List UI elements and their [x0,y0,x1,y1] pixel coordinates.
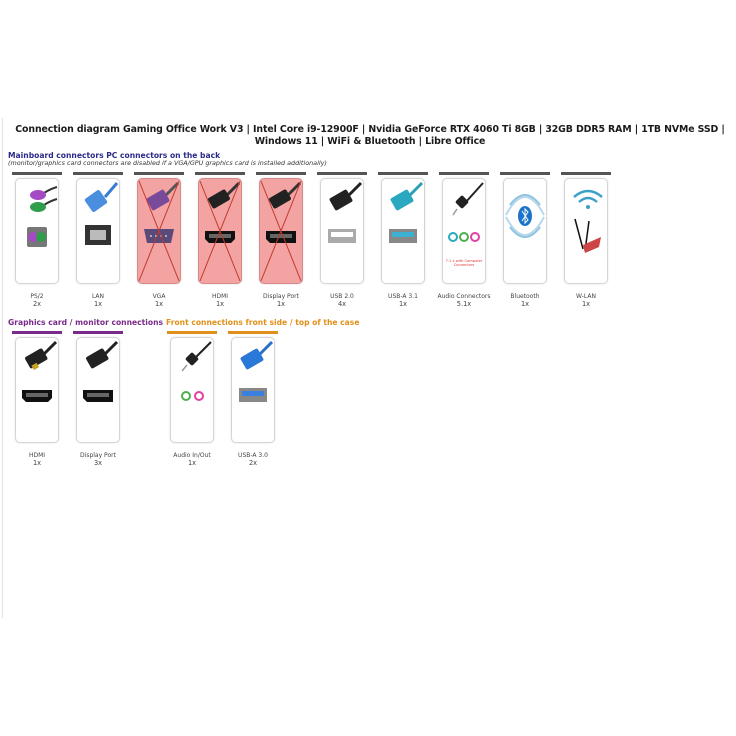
hdmi-qty: 1x [215,299,225,308]
lan-caption: LAN 1x [68,293,128,308]
graphics-displayport-label: Display Port [80,452,116,459]
connector-tile-usb31 [378,172,428,287]
wlan-caption: W-LAN 1x [556,293,616,308]
connector-tile-bluetooth [500,172,550,287]
bluetooth-qty: 1x [520,299,530,308]
diagram-sheet [2,118,736,618]
front-heading: Front connections front side / top of th… [166,318,360,327]
vga-qty: 1x [154,299,164,308]
audio-label: Audio Connectors [437,293,491,300]
mainboard-heading: Mainboard connectors PC connectors on th… [8,151,221,160]
front-tile-usb3 [228,331,278,446]
usb31-label: USB-A 3.1 [388,293,418,300]
graphics-tile-hdmi [12,331,62,446]
connector-tile-vga [134,172,184,287]
usb2-icon [328,181,363,243]
graphics-tile-displayport [73,331,123,446]
connector-tile-hdmi [195,172,245,287]
wlan-label: W-LAN [576,293,596,300]
mainboard-note: (monitor/graphics card connectors are di… [8,159,327,167]
ps2-caption: PS/2 2x [7,293,67,308]
graphics-hdmi-qty: 1x [32,458,42,467]
graphics-displayport-caption: Display Port 3x [68,452,128,467]
audio-icon [448,182,484,242]
audio-caption: Audio Connectors 5.1x [434,293,494,308]
bluetooth-icon [505,194,545,238]
hdmi-icon [22,340,58,402]
graphics-hdmi-caption: HDMI 1x [7,452,67,467]
displayport-qty: 1x [276,299,286,308]
ps2-label: PS/2 [30,293,44,300]
audio-note: 7.1 x with Computer Connectors [445,259,483,268]
wlan-qty: 1x [581,299,591,308]
graphics-heading: Graphics card / monitor connections [8,318,164,327]
front-usb3-qty: 2x [248,458,258,467]
usb2-qty: 4x [337,299,347,308]
front-audio-caption: Audio In/Out 1x [162,452,222,467]
bluetooth-caption: Bluetooth 1x [495,293,555,308]
connector-tile-audio: 7.1 x with Computer Connectors [439,172,489,287]
hdmi-caption: HDMI 1x [190,293,250,308]
page-title: Connection diagram Gaming Office Work V3… [15,124,725,147]
connector-tile-ps2 [12,172,62,287]
connector-tile-lan [73,172,123,287]
ps2-icon [27,186,58,247]
front-audio-label: Audio In/Out [173,452,211,459]
displayport-label: Display Port [263,293,299,300]
connector-tile-usb2 [317,172,367,287]
vga-icon [138,180,180,282]
usb31-caption: USB-A 3.1 1x [373,293,433,308]
connector-tile-displayport [256,172,306,287]
wlan-icon [573,189,603,253]
usb3-icon [239,340,274,402]
lan-icon [84,182,119,245]
front-usb3-caption: USB-A 3.0 2x [223,452,283,467]
connector-tile-wlan [561,172,611,287]
usb31-qty: 1x [398,299,408,308]
displayport-caption: Display Port 1x [251,293,311,308]
usb2-caption: USB 2.0 4x [312,293,372,308]
displayport-icon [83,340,119,402]
audio-qty: 5.1x [456,299,472,308]
ps2-qty: 2x [32,299,42,308]
lan-qty: 1x [93,299,103,308]
audio-jack-icon [181,341,212,401]
hdmi-label: HDMI [211,293,229,300]
graphics-displayport-qty: 3x [93,458,103,467]
lan-label: LAN [91,293,105,300]
vga-label: VGA [152,293,166,300]
front-tile-audio [167,331,217,446]
usb2-label: USB 2.0 [330,293,354,300]
bluetooth-label: Bluetooth [510,293,540,300]
front-audio-qty: 1x [187,458,197,467]
vga-caption: VGA 1x [129,293,189,308]
displayport-icon [260,180,302,282]
usb3-icon [389,181,424,243]
front-usb3-label: USB-A 3.0 [238,452,268,459]
graphics-hdmi-label: HDMI [28,452,46,459]
hdmi-icon [199,180,241,282]
